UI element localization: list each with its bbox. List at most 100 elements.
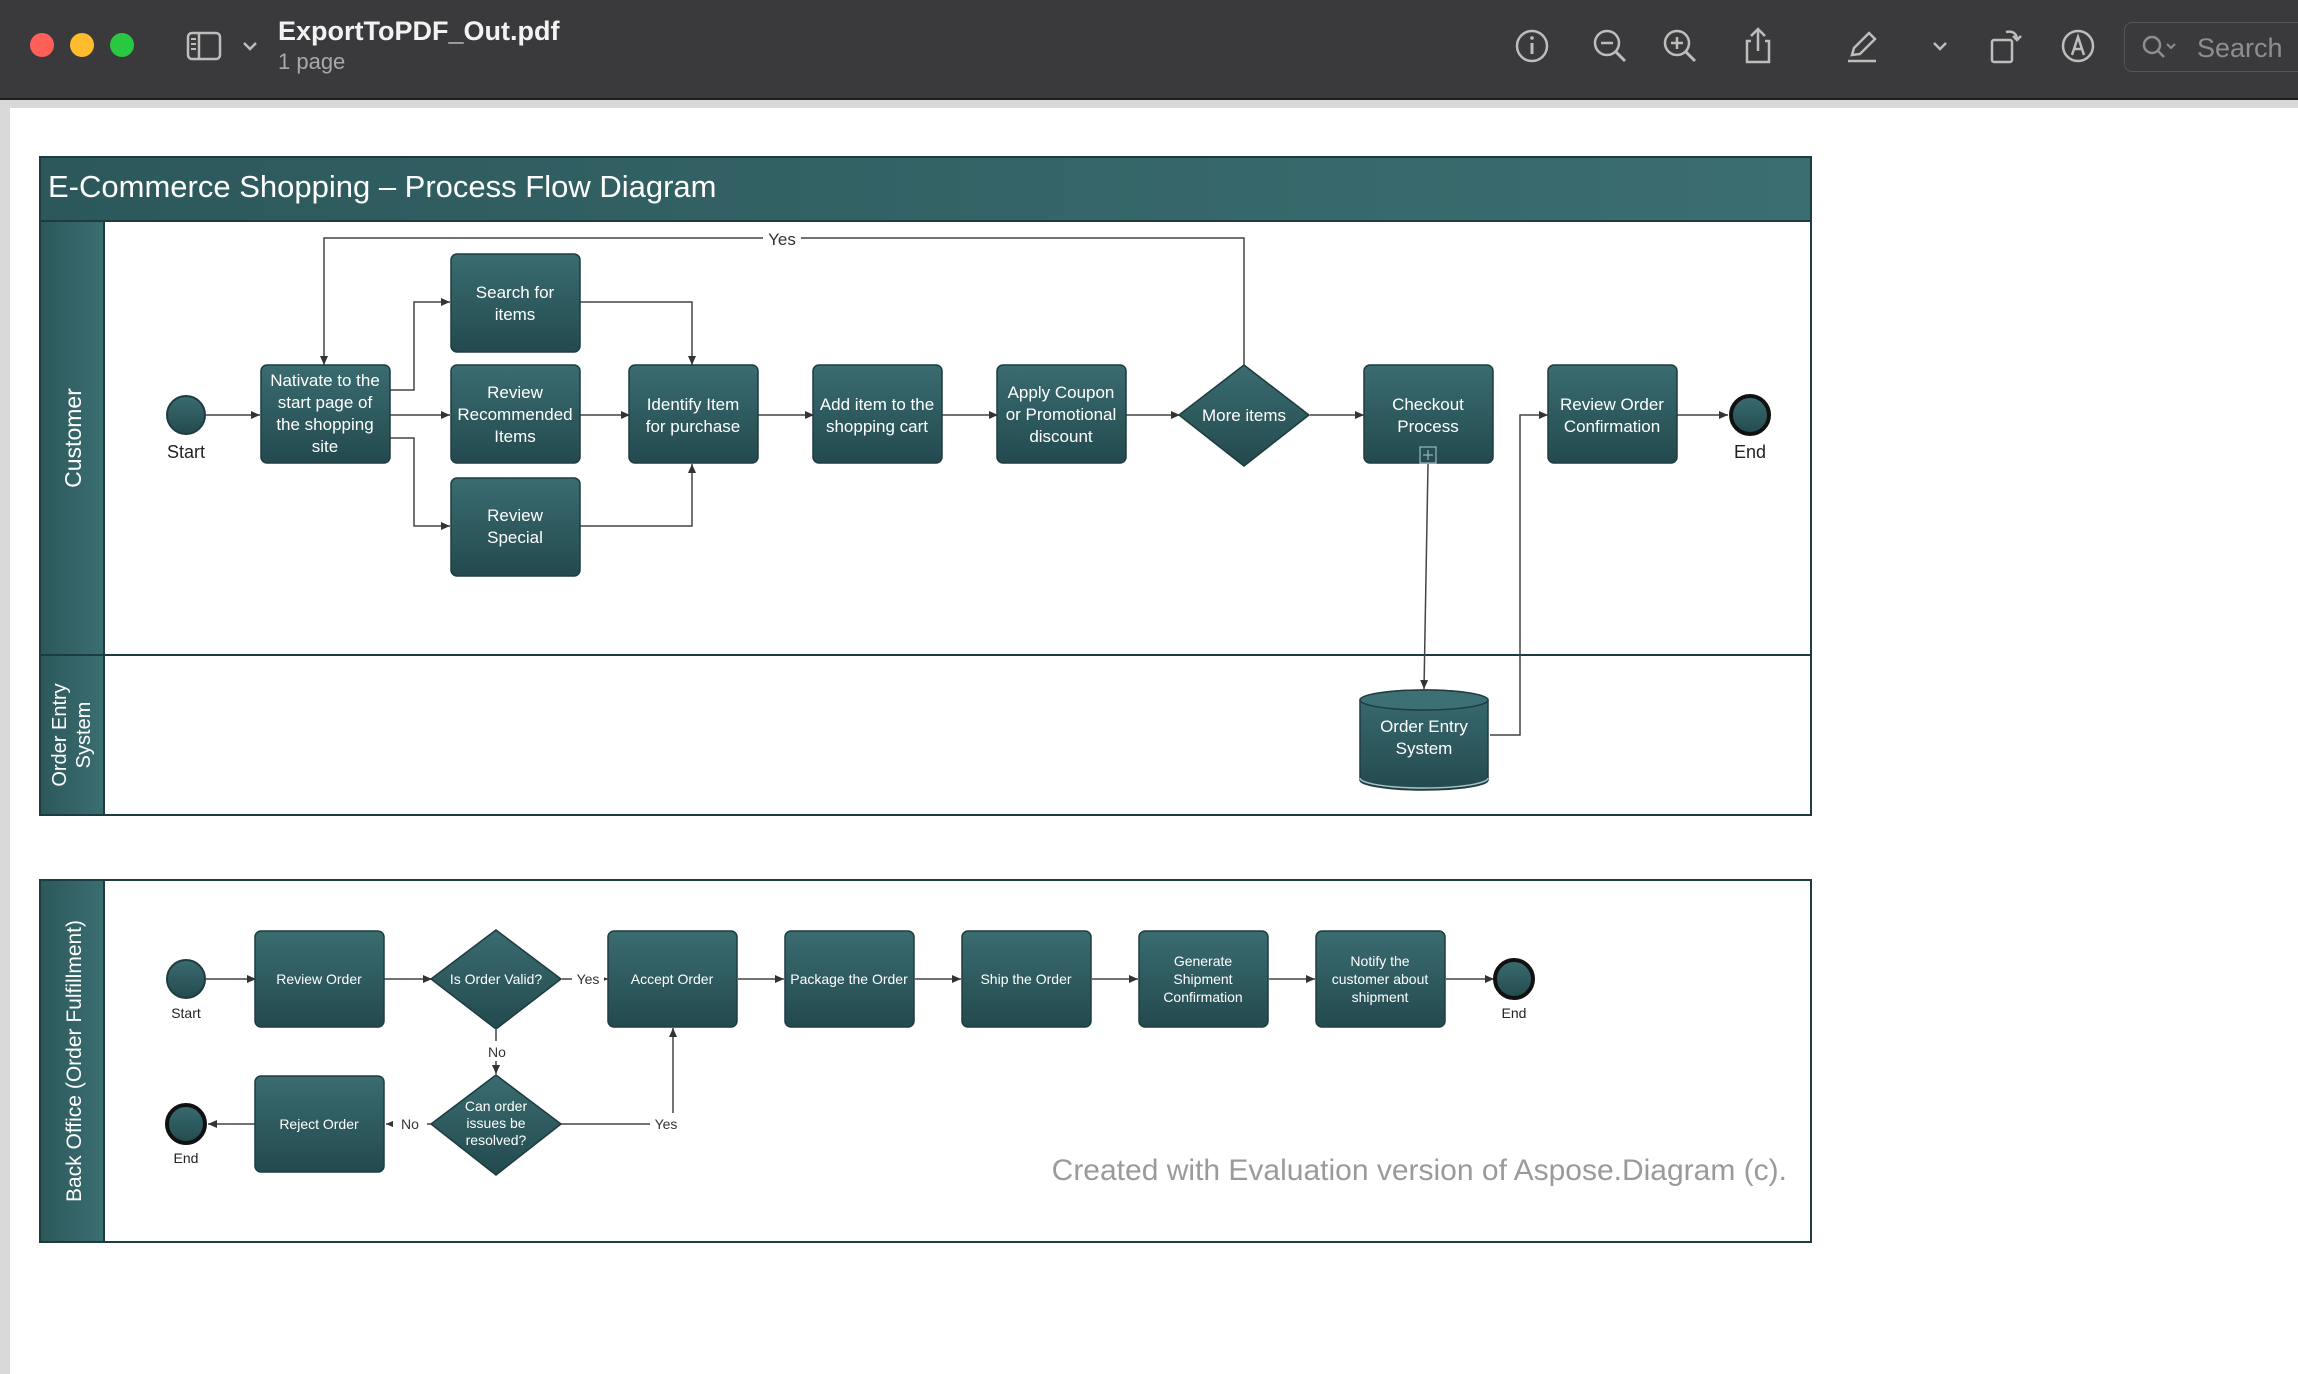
diagram-title-bar (39, 156, 1812, 222)
customer-lane-label: Customer (60, 388, 86, 488)
document-title: ExportToPDF_Out.pdf (278, 16, 560, 46)
back-office-shapes: Yes No No Yes Start Review Order Is Orde… (165, 929, 1535, 1176)
zoom-in-icon (1663, 29, 1697, 63)
subprocess-expand-marker (1419, 446, 1437, 464)
markup-button[interactable] (2056, 24, 2100, 68)
valid-yes-label: Yes (577, 971, 600, 987)
search-input[interactable] (2195, 31, 2298, 65)
accept-order-task[interactable] (607, 930, 738, 1028)
checkout-subprocess[interactable] (1363, 364, 1494, 464)
valid-no-label: No (488, 1044, 506, 1060)
back-office-end-event (1493, 958, 1535, 1000)
customer-lane-header (39, 220, 105, 656)
sidebar-menu-chevron[interactable] (228, 24, 258, 68)
package-order-task[interactable] (784, 930, 915, 1028)
rotate-button[interactable] (1984, 24, 2028, 68)
reject-end-label: End (174, 1150, 199, 1166)
zoom-out-button[interactable] (1588, 24, 1632, 68)
reject-end-event (165, 1103, 207, 1145)
back-office-start-event (166, 959, 206, 999)
review-special-task[interactable] (450, 477, 581, 577)
ship-order-label: Ship the Order (980, 971, 1071, 987)
evaluation-watermark: Created with Evaluation version of Aspos… (1052, 1154, 1787, 1187)
is-order-valid-label: Is Order Valid? (450, 971, 543, 987)
generate-confirmation-task[interactable] (1138, 930, 1269, 1028)
reject-order-label: Reject Order (279, 1116, 359, 1132)
ship-order-task[interactable] (961, 930, 1092, 1028)
more-items-gateway[interactable] (1177, 364, 1311, 467)
diagram-title: E-Commerce Shopping – Process Flow Diagr… (48, 169, 716, 204)
review-order-task[interactable] (254, 930, 385, 1028)
order-entry-db-top (1359, 689, 1489, 711)
navigate-task[interactable] (260, 364, 391, 464)
back-office-start-label: Start (171, 1005, 201, 1021)
zoom-in-button[interactable] (1658, 24, 1702, 68)
identify-item-task[interactable] (628, 364, 759, 464)
highlight-menu-chevron[interactable] (1918, 24, 1948, 68)
notify-customer-task[interactable] (1315, 930, 1446, 1028)
review-order-label: Review Order (276, 971, 362, 987)
info-button[interactable] (1510, 24, 1554, 68)
more-items-label: More items (1202, 406, 1286, 425)
rotate-icon (1990, 30, 2022, 64)
sidebar-toggle-button[interactable] (184, 24, 228, 68)
share-button[interactable] (1736, 24, 1780, 68)
package-order-label: Package the Order (790, 971, 908, 987)
customer-end-label: End (1734, 442, 1766, 462)
can-resolve-gateway[interactable] (429, 1074, 563, 1176)
customer-end-event (1729, 394, 1771, 436)
document-canvas[interactable]: E-Commerce Shopping – Process Flow Diagr… (0, 100, 2298, 1374)
window-titlebar: ExportToPDF_Out.pdf 1 page (0, 0, 2298, 100)
search-items-task[interactable] (450, 253, 581, 353)
chevron-down-icon (243, 42, 257, 51)
review-confirmation-task[interactable] (1547, 364, 1678, 464)
highlight-pen-icon (1848, 31, 1877, 63)
order-entry-lane (39, 654, 1812, 816)
share-icon (1745, 27, 1771, 64)
markup-icon (2061, 29, 2095, 63)
chevron-down-icon (1933, 42, 1947, 51)
customer-start-event (166, 395, 206, 435)
minimize-window-button[interactable] (70, 33, 94, 57)
close-window-button[interactable] (30, 33, 54, 57)
more-items-yes-label: Yes (768, 230, 796, 249)
zoom-out-icon (1593, 29, 1627, 63)
accept-order-label: Accept Order (631, 971, 714, 987)
add-to-cart-task[interactable] (812, 364, 943, 464)
info-icon (1515, 29, 1549, 63)
is-order-valid-gateway[interactable] (429, 929, 563, 1030)
resolve-yes-label: Yes (655, 1116, 678, 1132)
yes-label-bg (763, 227, 801, 249)
customer-start-label: Start (167, 442, 205, 462)
back-office-end-label: End (1502, 1005, 1527, 1021)
highlight-button[interactable] (1840, 24, 1884, 68)
order-entry-lane-header (39, 654, 105, 816)
back-office-lane-header (39, 879, 105, 1243)
review-recommended-task[interactable] (450, 364, 581, 464)
process-flow-diagram: E-Commerce Shopping – Process Flow Diagr… (39, 156, 1812, 1243)
reject-order-task[interactable] (254, 1075, 385, 1173)
zoom-window-button[interactable] (110, 33, 134, 57)
search-field[interactable] (2124, 22, 2298, 72)
sidebar-icon (186, 31, 222, 61)
apply-coupon-task[interactable] (996, 364, 1127, 464)
search-icon (2142, 35, 2176, 58)
back-office-lane-label: Back Office (Order Fulfillment) (63, 920, 86, 1202)
pdf-page: E-Commerce Shopping – Process Flow Diagr… (10, 108, 2298, 1374)
resolve-no-label: No (401, 1116, 419, 1132)
page-count: 1 page (278, 49, 346, 74)
